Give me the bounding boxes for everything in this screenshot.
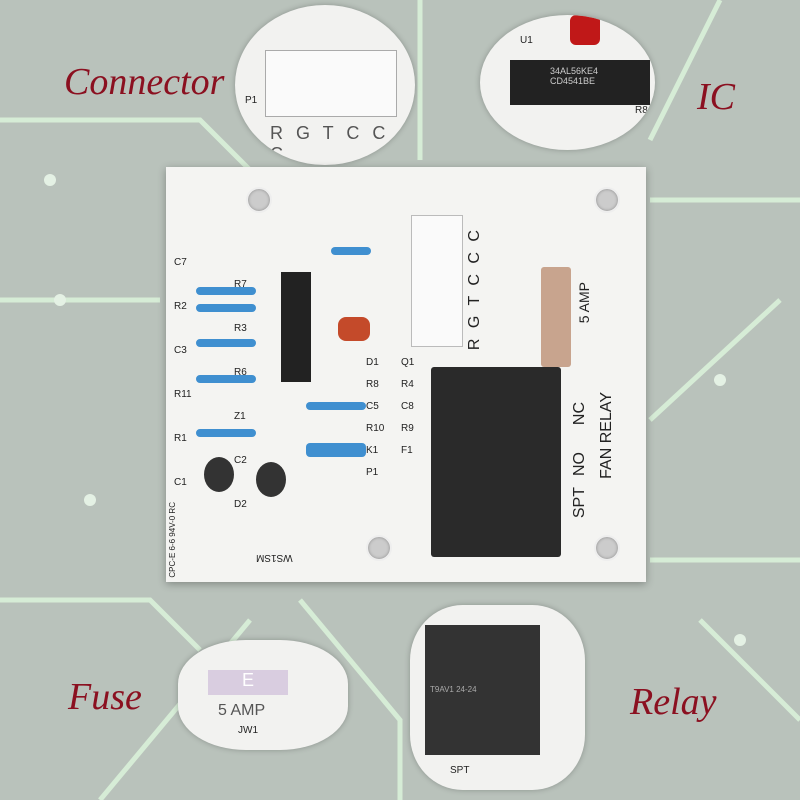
board-connector-pins: R G T C C C xyxy=(466,227,483,351)
label-no: NO xyxy=(571,452,588,476)
board-code: CPC-E 6-6 94V-0 RC xyxy=(168,502,177,578)
component-ref: R10 xyxy=(366,423,385,434)
connector-zoom: P1 R G T C C C xyxy=(235,5,415,165)
ic-u1 xyxy=(281,272,311,382)
fuse-body: E xyxy=(208,670,288,695)
ic-marking-2: CD4541BE xyxy=(550,76,596,86)
fuse-rating: 5 AMP xyxy=(218,702,266,719)
component-ref: F1 xyxy=(401,445,413,456)
component-ref: R1 xyxy=(174,433,187,444)
component-ref: Z1 xyxy=(234,411,246,422)
connector-label: Connector xyxy=(64,61,225,103)
component-ref: C5 xyxy=(366,401,379,412)
component-ref: C2 xyxy=(234,455,247,466)
connector-pins: R G T C C C xyxy=(270,123,390,164)
component-ref: R11 xyxy=(174,389,192,400)
component-ref: R7 xyxy=(234,279,247,290)
component-ref: R6 xyxy=(234,367,247,378)
component-ref: C1 xyxy=(174,477,187,488)
relay-spt: SPT xyxy=(450,765,470,776)
component-ref: R8 xyxy=(366,379,379,390)
label-fan-relay: FAN RELAY xyxy=(598,392,615,479)
fuse-zoom: E 5 AMP JW1 xyxy=(178,640,348,750)
ic-zoom: U1 34AL56KE4 CD4541BE R8 xyxy=(480,15,655,150)
r8-ref: R8 xyxy=(635,105,648,116)
relay-label: Relay xyxy=(630,681,717,723)
ic-label: IC xyxy=(697,76,735,118)
component-ref: R4 xyxy=(401,379,414,390)
ic-marking-1: 34AL56KE4 xyxy=(550,66,599,76)
component-ref: C8 xyxy=(401,401,414,412)
circuit-board: R G T C C C 5 AMP NC NO FAN RELAY SPT WS… xyxy=(166,167,646,582)
fuse-label: Fuse xyxy=(68,676,142,718)
component-ref: C3 xyxy=(174,345,187,356)
component-ref: D1 xyxy=(366,357,379,368)
relay-marking: T9AV1 24-24 xyxy=(430,685,477,694)
component-ref: P1 xyxy=(366,467,379,478)
label-nc: NC xyxy=(571,402,588,426)
component-ref: R2 xyxy=(174,301,187,312)
fuse-ref: JW1 xyxy=(238,725,258,736)
component-ref: K1 xyxy=(366,445,379,456)
board-fuse-rating: 5 AMP xyxy=(576,282,592,324)
component-ref: Q1 xyxy=(401,357,415,368)
component-ref: C7 xyxy=(174,257,187,268)
component-ref: R9 xyxy=(401,423,414,434)
connector-ref: P1 xyxy=(245,95,258,106)
ic-chip: 34AL56KE4 CD4541BE xyxy=(510,60,650,105)
relay-k1 xyxy=(431,367,561,557)
fuse xyxy=(541,267,571,367)
component-ref: D2 xyxy=(234,499,247,510)
ic-ref: U1 xyxy=(520,35,533,46)
relay-zoom: T9AV1 24-24 SPT xyxy=(410,605,585,790)
board-model: WS1SM xyxy=(256,552,293,563)
label-spt: SPT xyxy=(571,487,588,519)
component-ref: R3 xyxy=(234,323,247,334)
